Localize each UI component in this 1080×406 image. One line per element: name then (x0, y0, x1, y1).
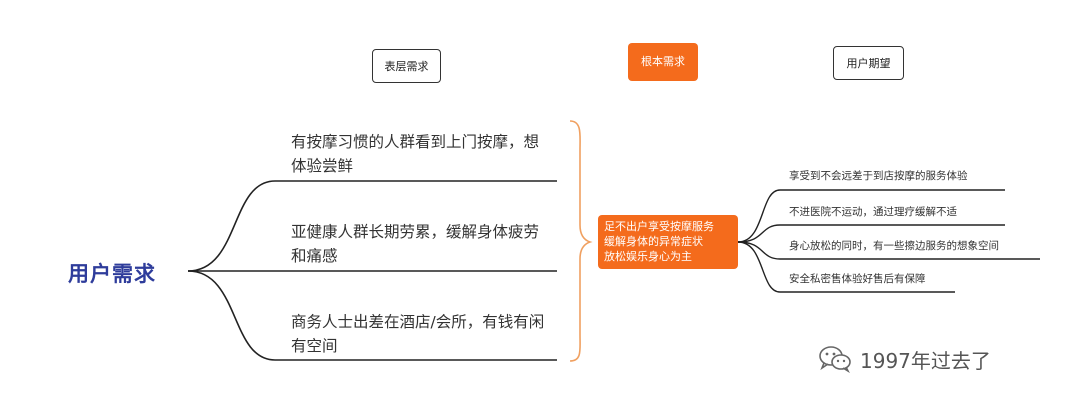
expectation-item-1: 享受到不会远差于到店按摩的服务体验 (789, 170, 968, 182)
branch-node-3-line1: 商务人士出差在酒店/会所，有钱有闲 (291, 313, 545, 331)
core-need-line2: 缓解身体的异常症状 (604, 235, 703, 248)
expect-line-2 (737, 224, 1005, 243)
branch-node-1: 有按摩习惯的人群看到上门按摩，想 体验尝鲜 (291, 130, 556, 178)
expect-line-4 (737, 241, 955, 293)
core-need-line3: 放松娱乐身心为主 (604, 250, 692, 263)
branch-node-1-line2: 体验尝鲜 (291, 157, 354, 175)
branch-node-2-line2: 和痛感 (291, 247, 338, 265)
branch-node-1-line1: 有按摩习惯的人群看到上门按摩，想 (291, 133, 540, 151)
root-node: 用户需求 (68, 262, 156, 286)
branch-node-3: 商务人士出差在酒店/会所，有钱有闲 有空间 (291, 310, 556, 358)
branch-line-1 (187, 180, 557, 272)
header-core-needs: 根本需求 (628, 43, 698, 81)
branch-node-2-line1: 亚健康人群长期劳累，缓解身体疲劳 (291, 223, 540, 241)
orange-bracket (569, 120, 593, 362)
watermark: 1997年过去了 (818, 344, 991, 374)
watermark-text: 1997年过去了 (860, 348, 991, 373)
core-need-line1: 足不出户享受按摩服务 (604, 220, 714, 233)
branch-node-2: 亚健康人群长期劳累，缓解身体疲劳 和痛感 (291, 220, 556, 268)
header-user-expectations: 用户期望 (833, 46, 904, 80)
branch-line-3 (187, 270, 557, 361)
expectation-item-2: 不进医院不运动，通过理疗缓解不适 (789, 206, 957, 218)
wechat-icon (819, 346, 851, 373)
branch-node-3-line2: 有空间 (291, 337, 338, 355)
expect-line-3 (737, 241, 1040, 260)
expect-line-1 (737, 189, 1005, 243)
core-need-node: 足不出户享受按摩服务 缓解身体的异常症状 放松娱乐身心为主 (598, 215, 738, 269)
header-surface-needs: 表层需求 (372, 49, 441, 83)
expectation-item-3: 身心放松的同时，有一些擦边服务的想象空间 (789, 240, 999, 252)
expectation-item-4: 安全私密售体验好售后有保障 (789, 273, 926, 285)
